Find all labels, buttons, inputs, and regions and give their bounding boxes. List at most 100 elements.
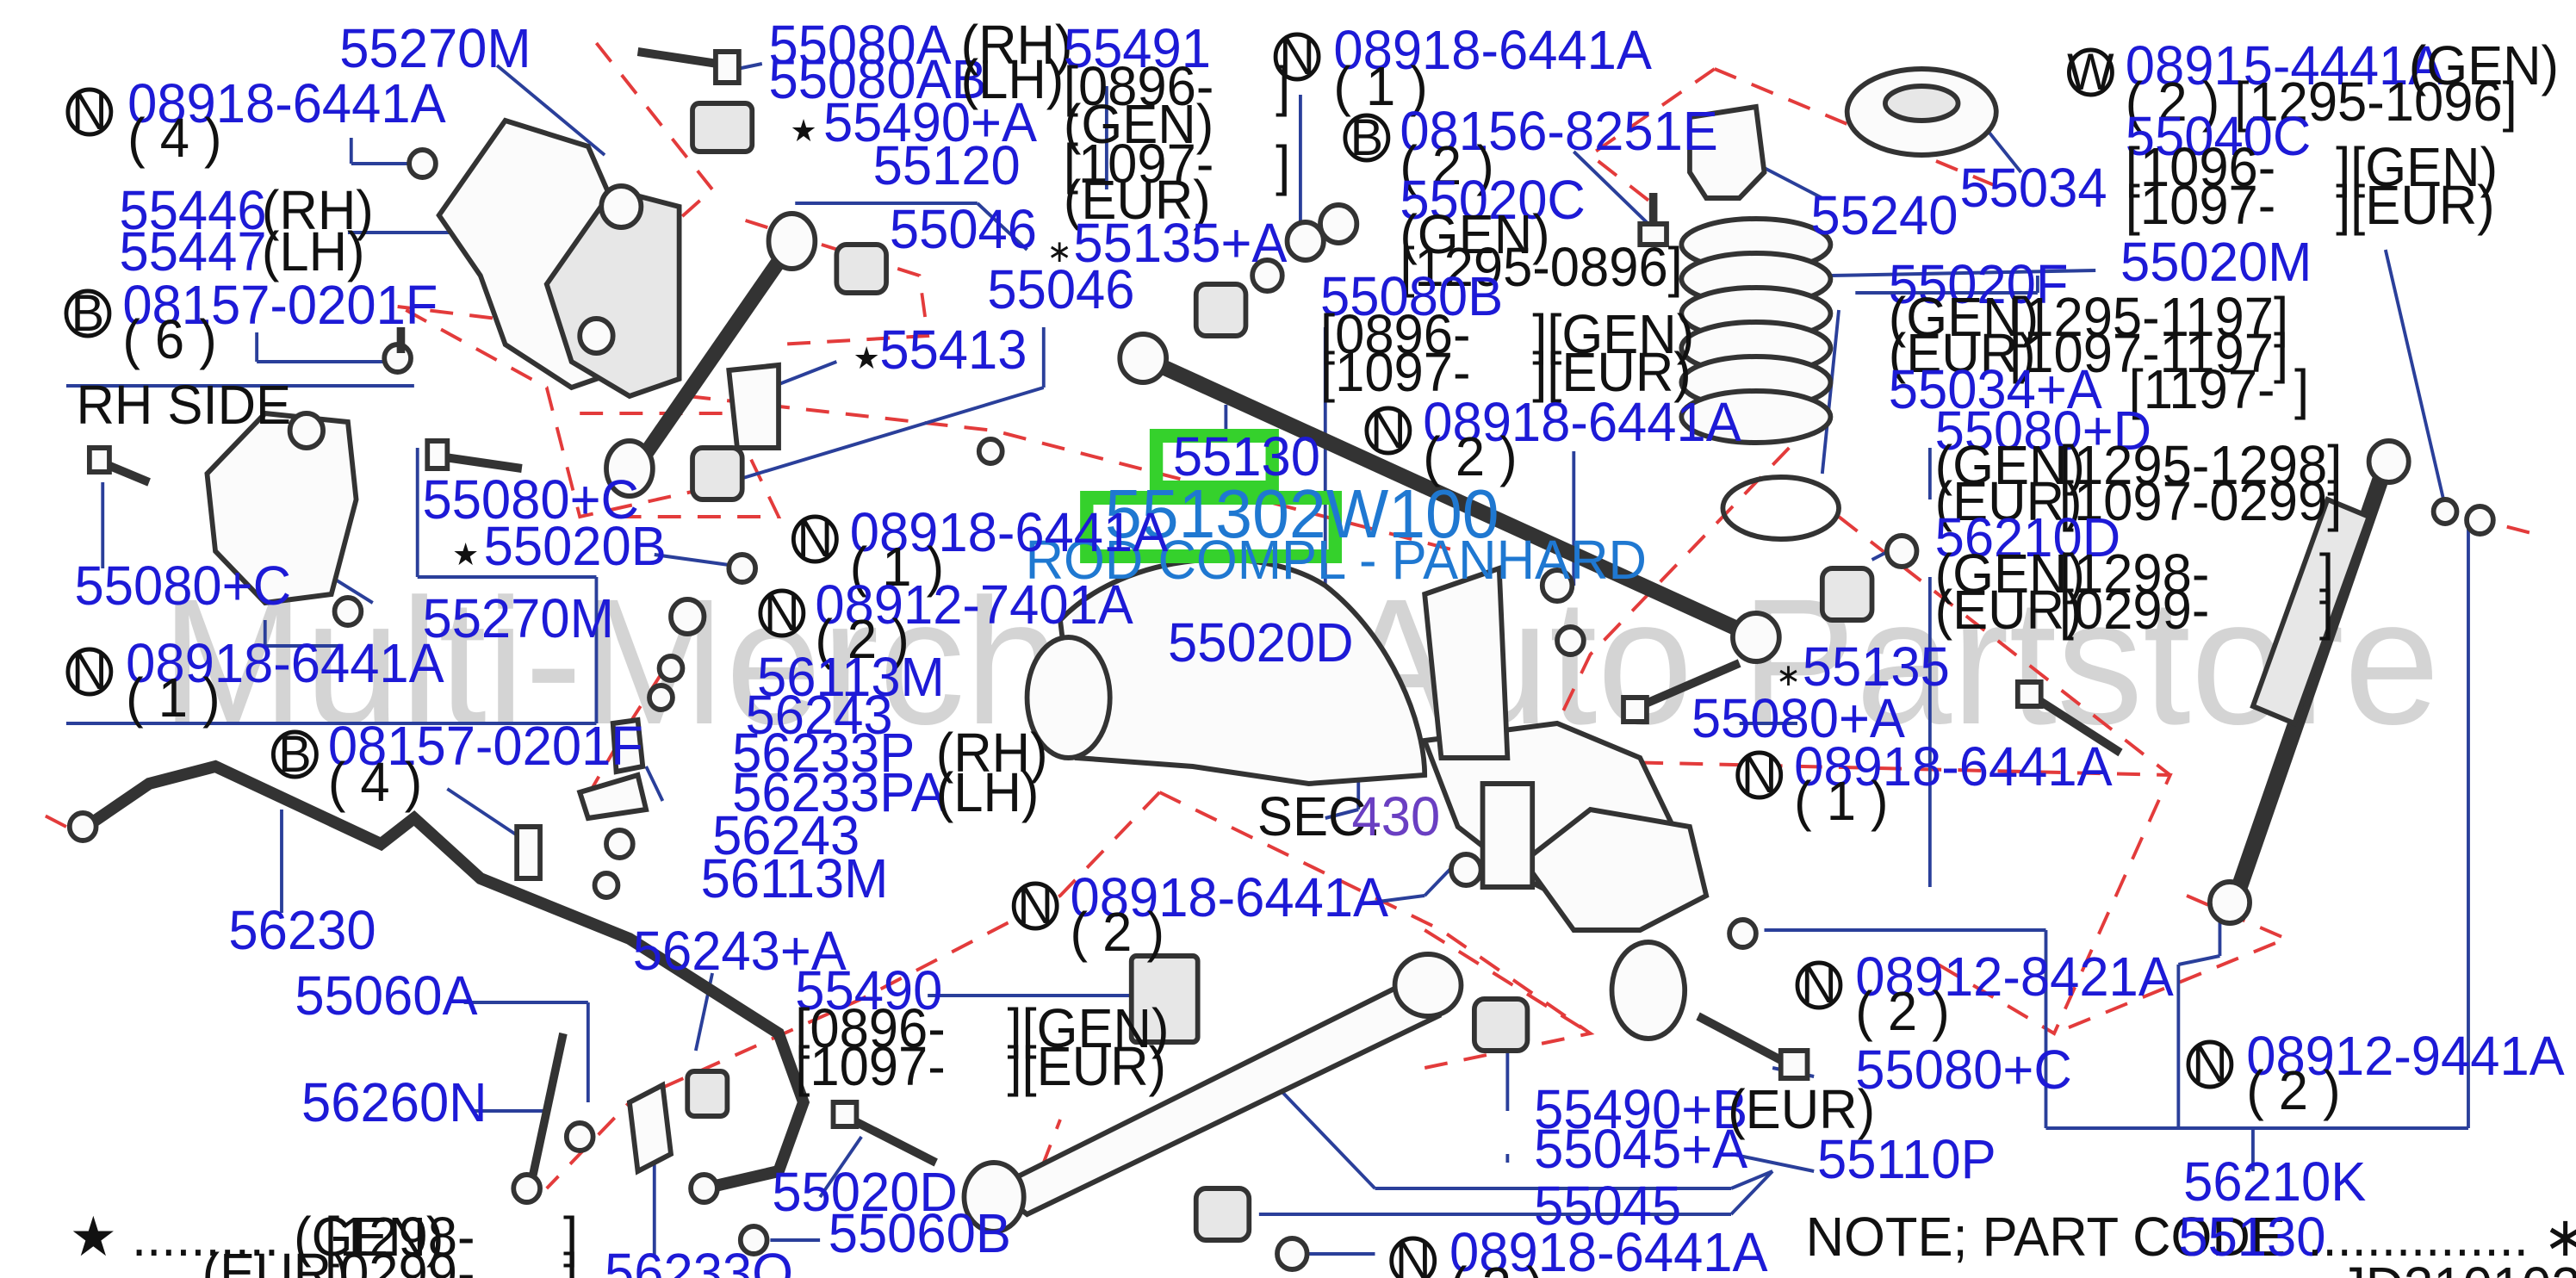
market-label: (GEN) <box>1064 94 1214 155</box>
marks: ★ ∗ ★ ★ ∗ <box>452 114 1801 692</box>
date-label: [0299- <box>2059 580 2209 641</box>
svg-text:B: B <box>1350 109 1383 166</box>
svg-text:B: B <box>278 726 311 783</box>
part-label: 55110P <box>1817 1129 1996 1190</box>
part-label: 55491 <box>1064 18 1211 79</box>
star-icon: ★ <box>853 341 880 375</box>
part-label: 55413 <box>879 320 1027 381</box>
part-label: 08157-0201F <box>328 716 643 777</box>
part-label: 55446 <box>119 180 266 241</box>
date-label: [1097-1197] <box>2009 323 2288 384</box>
part-label-55130: 55130 <box>1173 426 1320 487</box>
coil-spring-55020m <box>1679 216 1834 445</box>
qty-label: ( 2 ) <box>1449 1256 1543 1278</box>
part-label: 55240 <box>1810 185 1958 246</box>
stabilizer-bar-56230 <box>66 760 810 1205</box>
parts <box>66 47 2496 1272</box>
part-label: 56113M <box>701 848 889 909</box>
qty-label: ( 6 ) <box>122 309 216 370</box>
part-55490-a <box>690 101 755 154</box>
side-label: (LH) <box>262 221 365 282</box>
qty-label: ( 2 ) <box>2246 1060 2340 1121</box>
part-label: 55120 <box>873 135 1021 196</box>
market-label: ][GEN) <box>1532 304 1694 365</box>
side-label: (RH) <box>936 723 1048 784</box>
part-label: 08918-6441A <box>1423 392 1741 453</box>
date-label: [1295-1197] <box>2009 287 2288 348</box>
part-label: 08918-6441A <box>1333 20 1652 81</box>
date-label: [1097-0299] <box>2059 471 2342 532</box>
highlighted-part-number: 551302W100 <box>1105 475 1499 553</box>
part-label: 56243+A <box>633 921 847 982</box>
svg-text:N: N <box>1801 957 1837 1014</box>
n-symbol-icon: N <box>791 511 839 568</box>
bolt-55080a <box>1621 659 1741 724</box>
bolt-56230 <box>514 824 543 881</box>
part-label: 56233Q <box>605 1243 793 1278</box>
lower-link-55110p <box>961 952 1530 1272</box>
bracket-label: ] <box>1276 135 1290 196</box>
market-label: (EUR) <box>1889 323 2036 384</box>
market-label: (GEN) <box>1889 287 2039 348</box>
part-label: 55447 <box>119 221 266 282</box>
part-label: 55080+C <box>1855 1039 2071 1101</box>
upper-link-55120 <box>604 211 889 502</box>
part-label: 56210D <box>1935 507 2121 568</box>
bracket-label: ] <box>563 1207 578 1268</box>
note-part-code: 55130 <box>2178 1207 2325 1268</box>
part-label: 55080A <box>768 15 951 76</box>
qty-label: ( 2 ) <box>1855 981 1949 1042</box>
section-ref-number: 430 <box>1352 786 1441 847</box>
note-dots: ............... ∗ <box>2307 1207 2576 1268</box>
side-label: (LH) <box>936 762 1040 823</box>
svg-text:N: N <box>798 511 834 568</box>
svg-text:N: N <box>1279 28 1315 85</box>
part-label: 55135+A <box>1073 213 1287 274</box>
part-label: 55045+A <box>1534 1119 1747 1180</box>
date-label: [1097- <box>1064 133 1214 195</box>
bushing-55490b <box>1609 940 1688 1041</box>
qty-date-label: ( 2 ) [1295-1096] <box>2126 71 2517 133</box>
svg-text:N: N <box>1370 402 1406 459</box>
shock-absorber-56210k <box>2207 438 2496 926</box>
side-label: (RH) <box>262 180 374 241</box>
part-label: 56260N <box>301 1072 487 1133</box>
date-label: [1295-1298] <box>2059 435 2342 496</box>
svg-text:B: B <box>71 285 104 342</box>
qty-label: ( 2 ) <box>1423 426 1517 487</box>
bracket-55413 <box>726 362 781 450</box>
date-label: [1096- <box>2126 137 2275 198</box>
part-label: 55135 <box>1803 636 1950 698</box>
part-label: 55080+D <box>1935 400 2151 462</box>
legend-date-label: [0299- <box>325 1243 475 1278</box>
qty-label: ( 4 ) <box>328 752 422 813</box>
date-label: [1097- <box>2126 175 2275 236</box>
svg-text:N: N <box>71 84 108 140</box>
part-label: 56233PA <box>732 762 947 823</box>
section-ref-label: SEC. <box>1257 786 1381 847</box>
date-label: [0896- <box>1064 56 1214 117</box>
date-label: [0896- <box>795 998 945 1059</box>
bracket-label: ] <box>1276 56 1290 117</box>
part-label: 55020M <box>2120 232 2312 293</box>
qty-label: ( 4 ) <box>127 108 221 169</box>
date-label: [1097- <box>1320 342 1470 403</box>
market-label: ][GEN) <box>2336 137 2498 198</box>
bracket-55490 <box>1128 953 1201 1045</box>
note-label: NOTE; PART CODE <box>1806 1207 2286 1268</box>
b-symbol-icon: B <box>270 726 319 783</box>
market-label: (GEN) <box>1935 543 2085 605</box>
rh-side-label: RH SIDE <box>76 375 291 436</box>
part-label: 56210K <box>2183 1151 2366 1213</box>
part-label: 08156-8251E <box>1400 101 1718 162</box>
highlight-box-55130 <box>1149 429 1279 494</box>
part-label: 55020C <box>1400 170 1586 231</box>
date-label: [1097- <box>795 1036 945 1097</box>
part-label: 55080B <box>1320 266 1503 327</box>
part-label: 08912-9441A <box>2246 1026 2565 1087</box>
highlighted-part-name: ROD COMPL - PANHARD <box>1026 530 1647 591</box>
qty-label: ( 2 ) <box>1400 135 1493 196</box>
part-label: 55080+A <box>1691 688 1905 749</box>
part-label: 08918-6441A <box>1449 1222 1768 1278</box>
